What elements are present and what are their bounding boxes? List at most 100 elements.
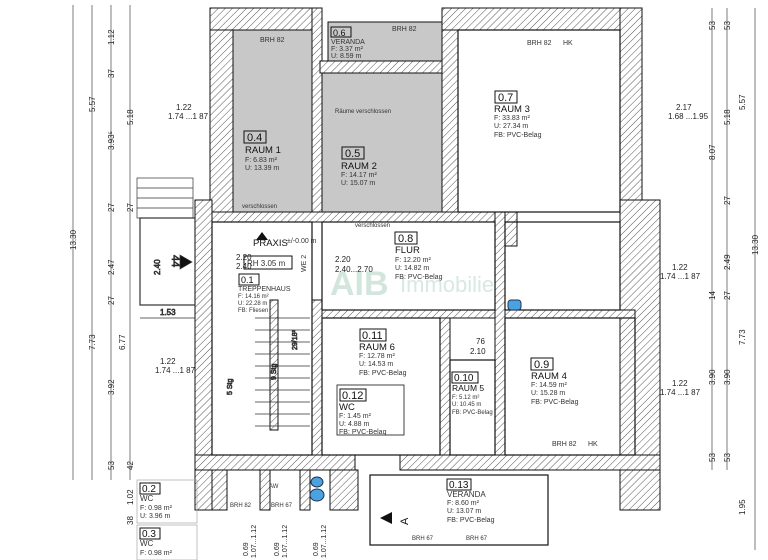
room-perimeter: U: 8.59 m (331, 53, 362, 60)
dim-label: 2.49 (723, 254, 732, 270)
dim-label: 13.30 (751, 234, 760, 255)
room-number: 0.10 (454, 373, 474, 384)
room-name: RAUM 6 (359, 342, 395, 353)
room-label-wc-02: 0.2 WC F: 0.98 m² U: 3.96 m (136, 479, 198, 524)
annotations: PRAXIS ±/-0.00 m RH 3.05 m WE 2 verschlo… (155, 26, 709, 558)
door-dim: 76 (476, 337, 485, 346)
room-name: TREPPENHAUS (238, 286, 291, 293)
room-area: F: 1.45 m² (339, 413, 372, 420)
entrance-number: 44 (169, 255, 181, 267)
praxis-label: PRAXIS (253, 238, 288, 249)
dim-label: 53 (107, 461, 116, 470)
room-number: 0.9 (534, 359, 549, 371)
door-dim: 2.10 (470, 347, 486, 356)
room-area: F: 12.20 m² (395, 257, 431, 264)
room-area: F: 5.12 m² (452, 395, 479, 401)
room-floor: FB: PVC-Belag (395, 274, 443, 281)
sill-height-label: BRH 82 (552, 441, 577, 448)
staircase: 9 Stg 29/18² 5 Stg (227, 317, 310, 427)
room-perimeter: U: 10.45 m (452, 402, 481, 408)
dim-label: 13.30 (69, 229, 78, 250)
room-number: 0.6 (333, 28, 346, 38)
room-label-flur: 0.8 FLUR F: 12.20 m² U: 14.82 m FB: PVC-… (394, 231, 443, 281)
room-label-treppenhaus: 0.1 TREPPENHAUS F: 14.16 m² U: 22.28 m F… (238, 273, 291, 314)
aw-label: AW (269, 484, 279, 490)
section-marker-icon (380, 512, 392, 524)
room-label-wc-03: 0.3 WC F: 0.98 m² (136, 524, 198, 560)
dim-label: 38 (126, 516, 135, 525)
room-name: WC (339, 402, 355, 413)
dim-label: 1.95 (738, 499, 747, 515)
window-dim-bottom: 0.69 (243, 542, 250, 556)
window-dim-bottom: 0.69 (313, 542, 320, 556)
room-label-raum1: 0.4 RAUM 1 F: 6.83 m² U: 13.39 m (243, 130, 281, 172)
section-label: A (399, 517, 411, 525)
window-dim: 1.68 ...1.95 (668, 112, 709, 121)
dim-label: 1.02 (126, 489, 135, 505)
room-perimeter: U: 3.96 m (140, 513, 171, 520)
room-name: RAUM 4 (531, 371, 567, 382)
window-dim: 1.22 (160, 357, 176, 366)
room-name: RAUM 1 (245, 145, 281, 156)
room-area: F: 33.83 m² (494, 115, 530, 122)
sink-icon (507, 299, 522, 311)
dim-label: 27 (126, 203, 135, 212)
window-dim: 1.22 (176, 103, 192, 112)
radiator-label: HK (588, 441, 598, 448)
room-height-label: RH 3.05 m (247, 259, 286, 268)
entrance-width: 1.53 (160, 308, 176, 317)
entrance-marker-icon (256, 232, 268, 240)
room-number: 0.12 (342, 390, 363, 402)
room-number: 0.13 (449, 480, 469, 491)
dim-label: 53 (708, 21, 717, 30)
sill-height-label: BRH 67 (412, 536, 434, 542)
room-perimeter: U: 13.07 m (447, 508, 481, 515)
room-area: F: 6.83 m² (245, 157, 278, 164)
dim-label: 53 (708, 453, 717, 462)
room-number: 0.3 (142, 529, 156, 540)
room-number: 0.11 (362, 330, 383, 342)
room-area: F: 8.60 m² (447, 500, 480, 507)
locked-label-2: verschlossen (355, 223, 390, 229)
stairs-label-2: 5 Stg (227, 379, 234, 395)
room-name: WC (140, 494, 154, 503)
room-floor: FB: PVC-Belag (339, 429, 387, 436)
room-perimeter: U: 15.07 m (341, 180, 375, 187)
dim-label: 37 (107, 69, 116, 78)
room-floor: FB: PVC-Belag (452, 410, 493, 416)
window-dim: 1.74 ...1 87 (168, 112, 209, 121)
room-perimeter: U: 27.34 m (494, 123, 528, 130)
dim-label: 5.18 (723, 109, 732, 125)
dimension-labels-left: 13.30 5.57 7.73 1.12 37 3.93⁵ 27 2.47 27… (69, 29, 135, 525)
room-floor: FB: PVC-Belag (531, 399, 579, 406)
room-name: VERANDA (331, 39, 365, 46)
unit-label: WE 2 (301, 255, 308, 272)
dimension-labels-right: 53 53 5.18 5.57 8.07 27 2.49 27 14 13.30… (708, 21, 760, 515)
stairs-ratio: 29/18² (292, 329, 299, 350)
dim-label: 7.73 (738, 329, 747, 345)
door-dim: 2.20 (236, 253, 252, 262)
room-perimeter: U: 14.82 m (395, 265, 429, 272)
dim-label: 7.73 (88, 334, 97, 350)
dim-label: 2.47 (107, 259, 116, 275)
dim-label: 5.18 (126, 109, 135, 125)
sill-height-label: BRH 67 (271, 503, 293, 509)
room-fill-raum1 (232, 29, 314, 213)
toilet-icon (309, 476, 325, 502)
room-label-raum2: 0.5 RAUM 2 F: 14.17 m² U: 15.07 m (341, 146, 377, 187)
window-dim: 1.74 ...1 87 (660, 388, 701, 397)
level-label: ±/-0.00 m (287, 238, 317, 245)
window-dim-bottom: 0.69 (274, 542, 281, 556)
room-area: F: 14.17 m² (341, 172, 377, 179)
watermark-suffix: Immobilien (400, 272, 506, 297)
room-floor: FB: PVC-Belag (447, 517, 495, 524)
dimension-lines (72, 5, 756, 550)
dim-label: 42 (126, 461, 135, 470)
door-dim: 2.40 (236, 262, 252, 271)
window-dim: 1.22 (672, 263, 688, 272)
room-name: FLUR (395, 245, 420, 256)
room-area: F: 0.98 m² (140, 550, 173, 557)
room-label-veranda-013: 0.13 VERANDA F: 8.60 m² U: 13.07 m FB: P… (446, 478, 495, 524)
room-perimeter: U: 13.39 m (245, 165, 279, 172)
room-label-wc-012: 0.12 WC F: 1.45 m² U: 4.88 m FB: PVC-Bel… (339, 388, 387, 436)
